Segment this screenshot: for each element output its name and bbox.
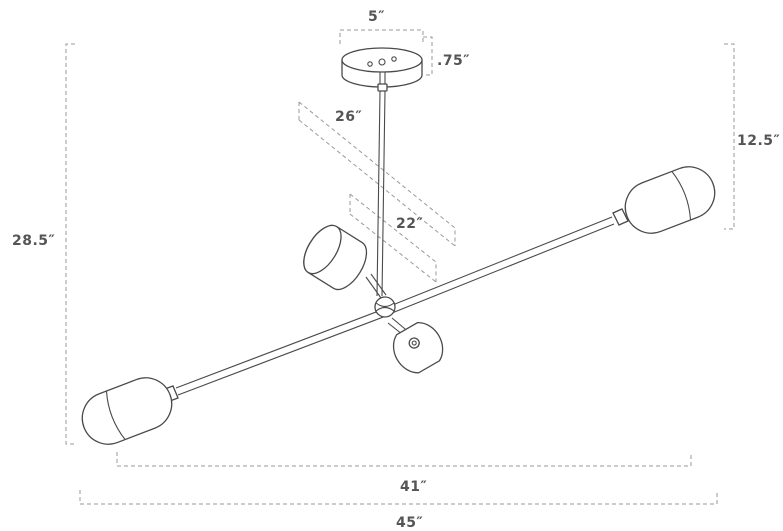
arm-drop-guide	[349, 193, 437, 283]
canopy-height-label: .75″	[437, 53, 470, 69]
dimension-labels: 5″ .75″ 26″ 22″ 12.5″ 28.5″ 41″ 45″	[12, 9, 780, 531]
down-rod	[376, 72, 388, 297]
lamp-lower	[392, 322, 444, 374]
canopy-height-guide	[423, 36, 433, 76]
upper-drop-guide	[724, 43, 735, 230]
total-height-guide	[65, 43, 75, 445]
total-height-label: 28.5″	[12, 233, 55, 249]
lamp-left	[81, 377, 173, 445]
canopy-width-label: 5″	[368, 9, 385, 25]
upper-arm	[365, 273, 387, 299]
light-fixture	[81, 47, 716, 445]
total-width-guide	[79, 490, 718, 505]
rod-length-label: 26″	[335, 109, 362, 125]
rod-length-guide	[298, 101, 456, 247]
canopy	[341, 47, 423, 88]
arm-span-guide	[116, 452, 692, 467]
canopy-width-guide	[339, 29, 424, 44]
lamp-right	[624, 166, 716, 234]
total-width-label: 45″	[396, 515, 423, 531]
arm-span-label: 41″	[400, 479, 427, 495]
dimension-guides	[65, 29, 735, 505]
upper-drop-label: 12.5″	[737, 133, 780, 149]
lamp-upper	[303, 224, 368, 291]
central-hub	[374, 296, 396, 318]
arm-drop-label: 22″	[396, 216, 423, 232]
